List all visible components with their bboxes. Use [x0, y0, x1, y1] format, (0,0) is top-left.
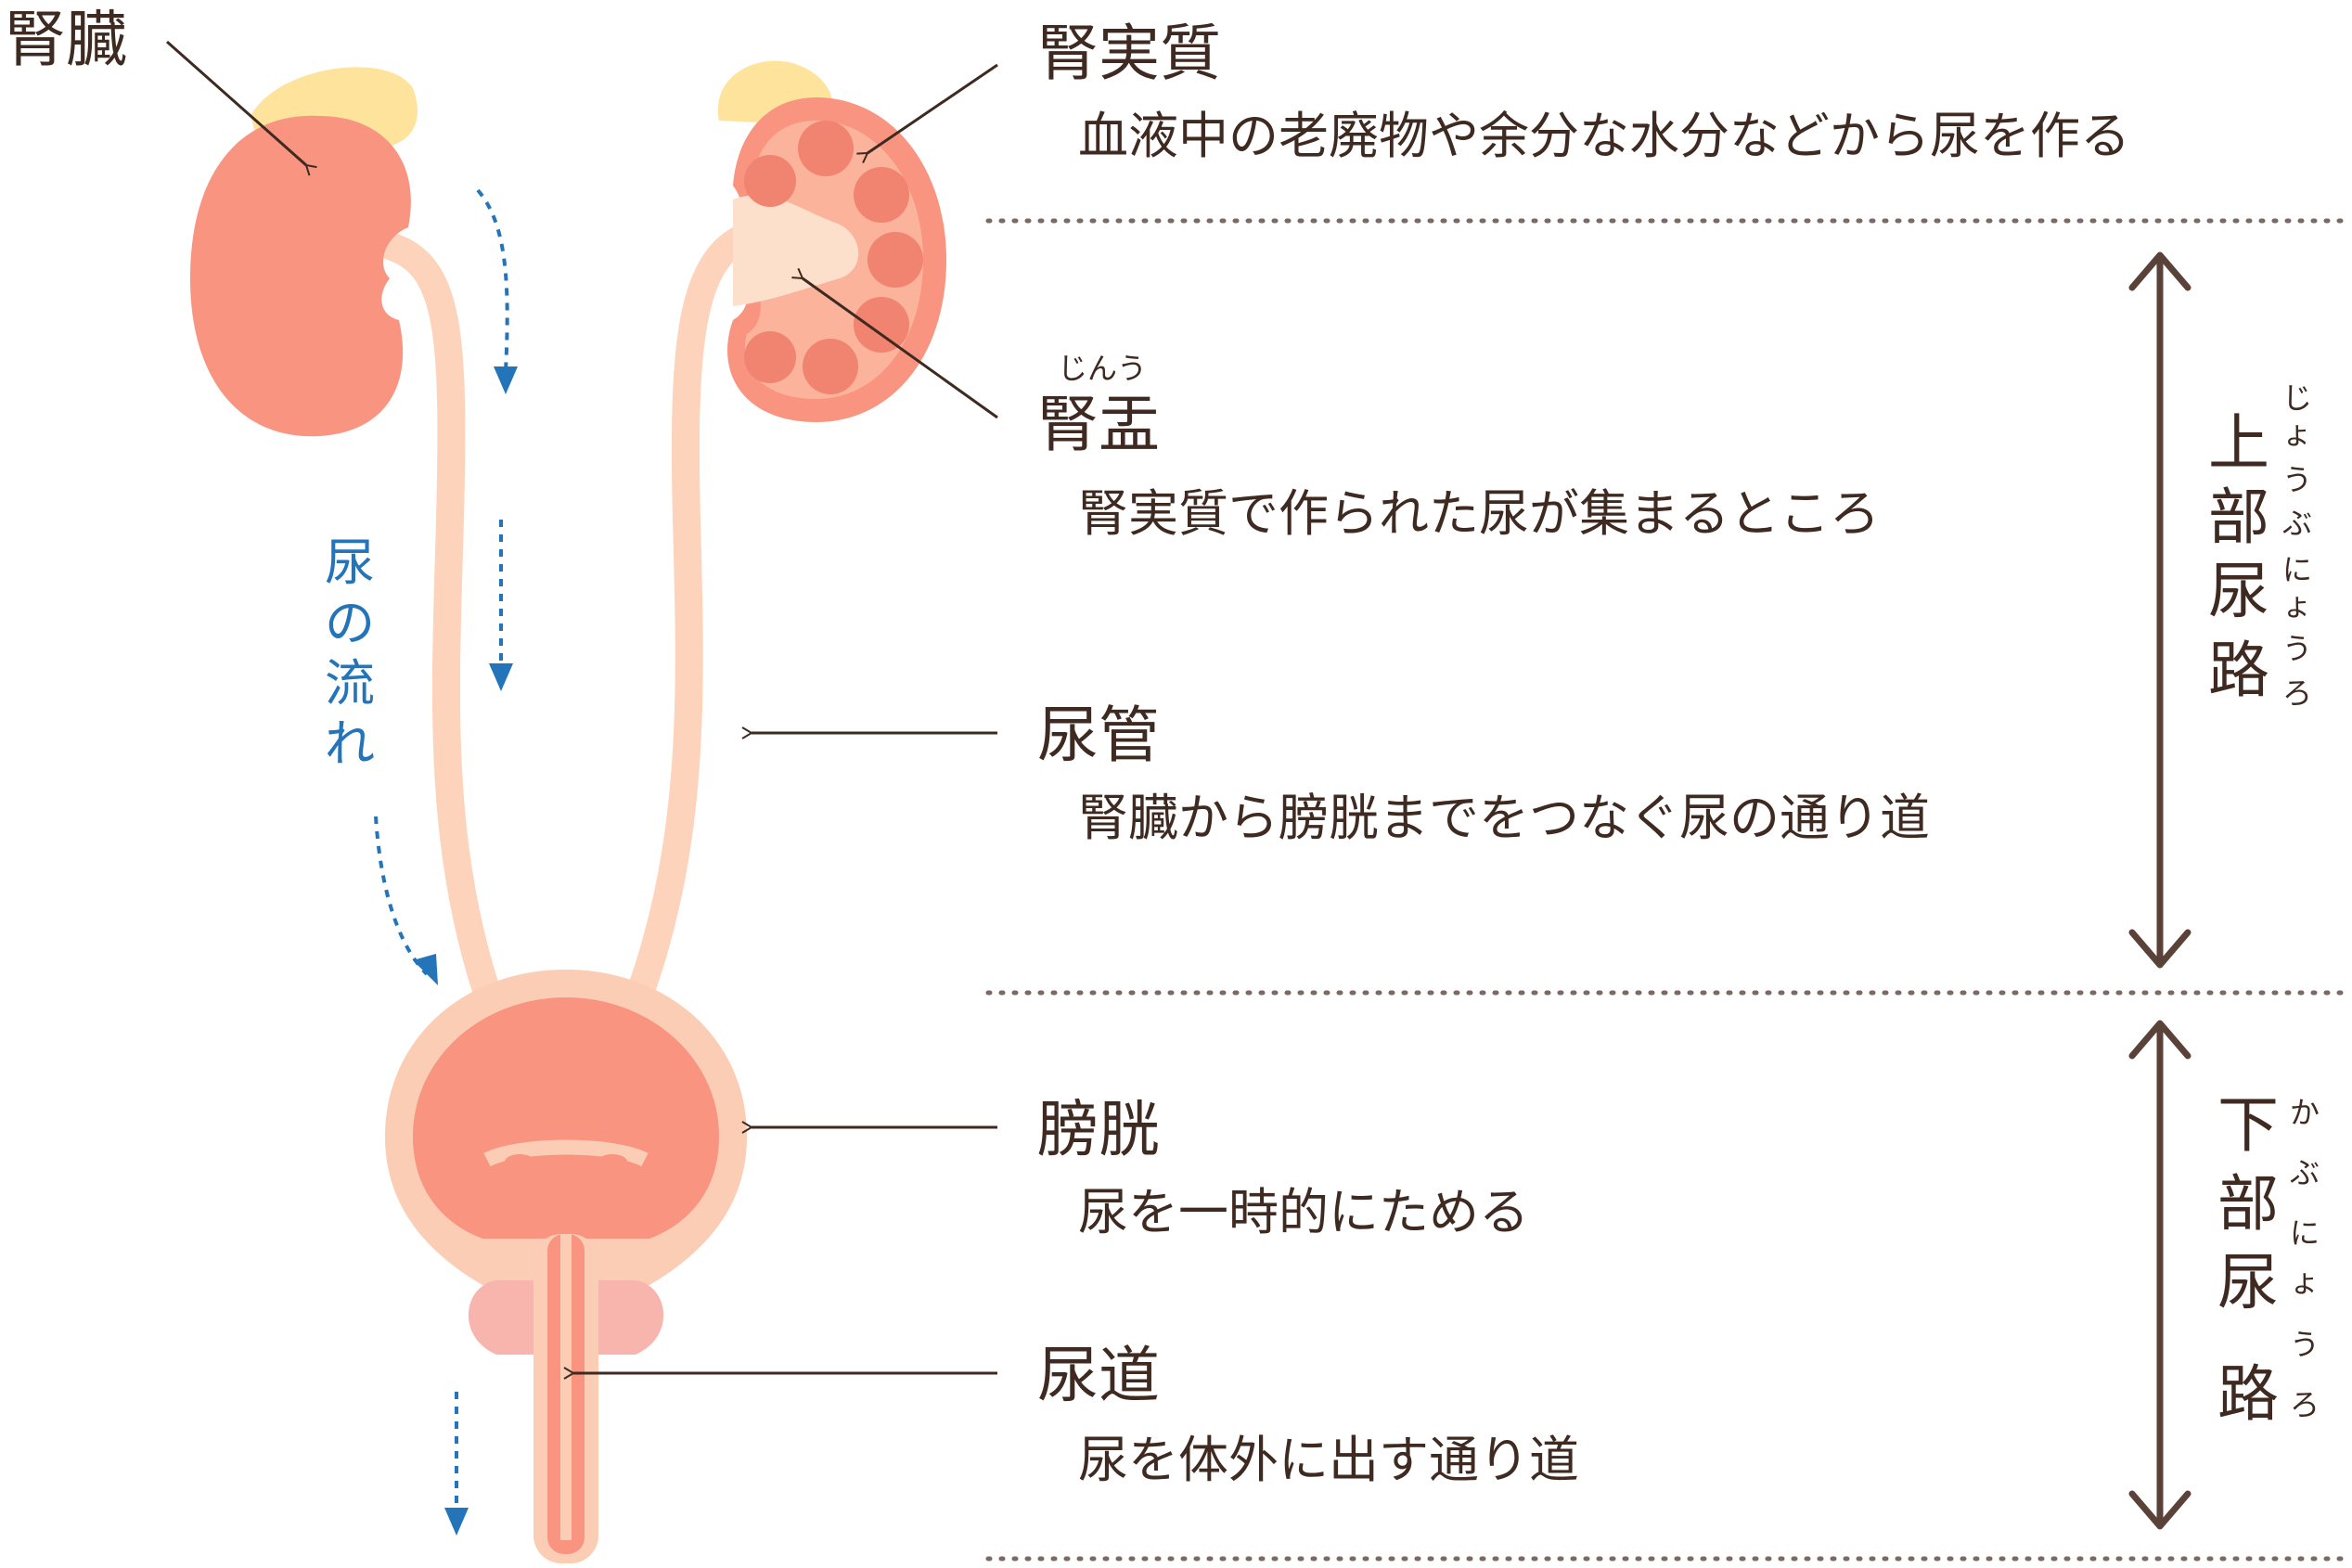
- svg-text:う: う: [2282, 462, 2312, 497]
- svg-text:に: に: [2282, 552, 2312, 587]
- ureter-desc: 腎臓から膀胱までをつなぐ尿の通り道: [1078, 789, 1930, 847]
- bladder-desc: 尿を一時的にためる: [1078, 1183, 1529, 1241]
- renal-pelvis-title: 腎盂: [1037, 389, 1160, 460]
- svg-text:上: 上: [2208, 407, 2269, 479]
- urethra-title: 尿道: [1037, 1340, 1160, 1411]
- kidney-label: 腎臓: [5, 4, 127, 75]
- svg-text:ぶ: ぶ: [2282, 506, 2312, 541]
- svg-text:路: 路: [2208, 635, 2269, 706]
- left-ureter: [376, 232, 501, 1007]
- svg-text:ろ: ろ: [2290, 1387, 2320, 1422]
- arrow-icon: [856, 63, 998, 164]
- right-kidney: [717, 60, 946, 422]
- flow-arrowheads: [413, 366, 518, 1536]
- renal-pelvis-shape: [733, 195, 859, 306]
- renal-parenchyma-desc: 血液中の老廃物や余分な水分などから尿を作る: [1078, 107, 2130, 165]
- urethra-shape: [468, 1234, 664, 1563]
- svg-text:か: か: [2290, 1095, 2320, 1130]
- bladder-title: 膀胱: [1037, 1094, 1160, 1165]
- arrow-icon: [166, 40, 317, 176]
- left-kidney: [190, 67, 418, 437]
- svg-text:う: う: [2282, 631, 2312, 666]
- pointer-arrows: [166, 40, 998, 1380]
- svg-text:下: 下: [2217, 1089, 2279, 1161]
- bladder-shape: [385, 970, 747, 1285]
- section-dividers: [985, 218, 2348, 1562]
- double-arrow-icon: [2128, 251, 2191, 969]
- svg-text:ょ: ょ: [2282, 587, 2312, 623]
- renal-pelvis-ruby: じんう: [1058, 351, 1147, 386]
- svg-text:ろ: ろ: [2282, 675, 2312, 711]
- renal-pyramids: [744, 121, 923, 394]
- renal-pelvis-desc: 腎実質で作られた尿が集まるところ: [1078, 484, 1880, 543]
- flow-label: 尿 の 流 れ: [325, 533, 391, 773]
- svg-text:う: う: [2290, 1327, 2320, 1362]
- arrow-icon: [791, 267, 998, 419]
- svg-text:部: 部: [2217, 1168, 2279, 1240]
- right-ureter: [626, 218, 775, 1007]
- range-arrows: [2128, 251, 2191, 1530]
- svg-text:に: に: [2290, 1215, 2320, 1251]
- upper-urinary-tract-label: 上 部 尿 路 じ ょ う ぶ に ょ う ろ: [2208, 380, 2312, 711]
- svg-text:尿: 尿: [2217, 1247, 2279, 1318]
- svg-text:尿: 尿: [2208, 556, 2269, 627]
- svg-text:部: 部: [2208, 482, 2269, 553]
- svg-text:路: 路: [2217, 1358, 2279, 1430]
- svg-text:ょ: ょ: [2290, 1264, 2320, 1299]
- lower-urinary-tract-label: 下 部 尿 路 か ぶ に ょ う ろ: [2217, 1089, 2320, 1430]
- svg-text:ょ: ょ: [2282, 416, 2312, 451]
- svg-text:ぶ: ぶ: [2290, 1155, 2320, 1190]
- urethra-desc: 尿を体外に出す通り道: [1078, 1431, 1579, 1489]
- renal-parenchyma-title: 腎実質: [1037, 18, 1221, 89]
- double-arrow-icon: [2128, 1020, 2191, 1530]
- ureter-title: 尿管: [1037, 700, 1160, 771]
- svg-text:じ: じ: [2282, 380, 2312, 416]
